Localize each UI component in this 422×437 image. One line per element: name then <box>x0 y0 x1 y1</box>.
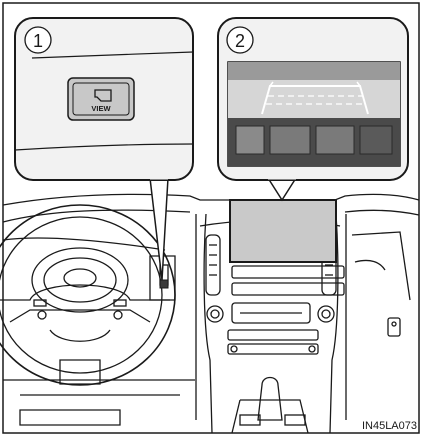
callout-2: 2 <box>218 18 408 200</box>
view-switch-on-dash <box>160 280 168 288</box>
view-button-label: VIEW <box>91 104 111 113</box>
callout-2-pointer <box>268 178 296 200</box>
center-display <box>230 200 336 262</box>
callout-2-number: 2 <box>235 31 245 51</box>
callout-1-number: 1 <box>33 31 43 51</box>
figure-code: IN45LA073 <box>362 420 417 432</box>
view-button <box>68 78 134 120</box>
callout-1: VIEW 1 <box>15 18 193 280</box>
dashboard-drawing <box>0 194 419 433</box>
